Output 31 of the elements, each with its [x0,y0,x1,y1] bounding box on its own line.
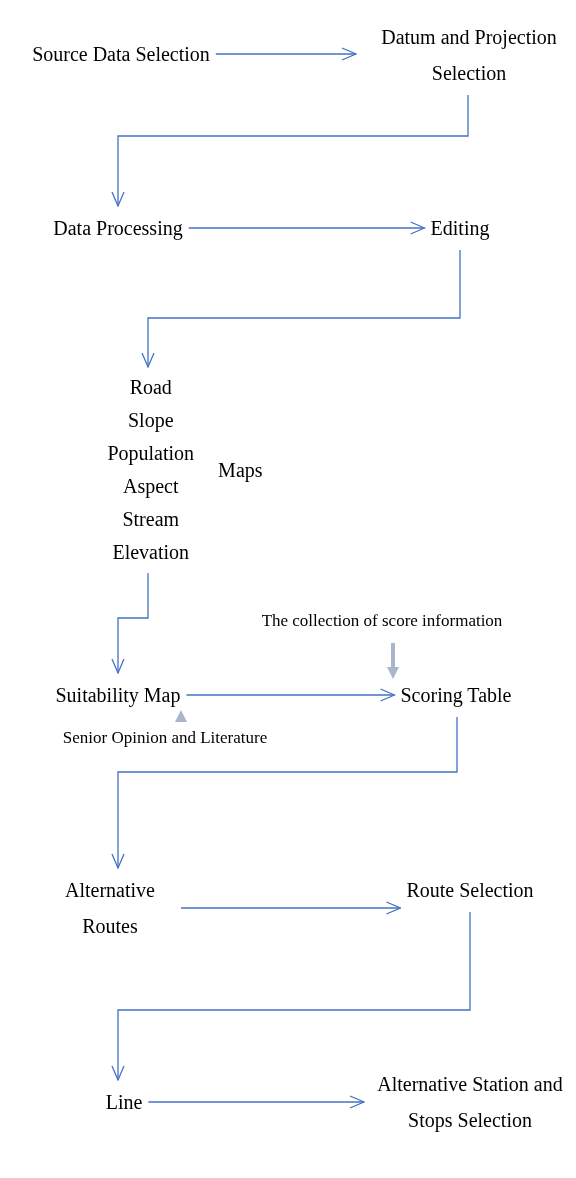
node-label: Road [129,375,172,400]
node-label: Senior Opinion and Literature [62,727,268,749]
arrow [215,47,357,61]
node-label: Slope [128,408,174,434]
node-label: Source Data Selection [32,42,210,67]
side-label: Maps [218,458,263,484]
node-label: Alternative Routes [64,878,156,939]
node-label: Line [105,1090,143,1115]
node-label: Alternative Station and Stops Selection [376,1072,564,1134]
arrow [111,572,149,674]
arrow [185,688,396,702]
arrow [111,911,471,1081]
arrow [111,94,469,207]
node-label: Data Processing [53,216,183,242]
node-label: Datum and Projection Selection [380,25,558,86]
node-label: The collection of score information [261,610,503,632]
arrow [141,249,461,368]
arrow [111,716,458,869]
node-label: Stream [122,507,180,532]
node-label: Route Selection [406,878,534,903]
arrow [180,901,402,915]
node-label: Scoring Table [400,683,512,709]
node-label: Suitability Map [55,683,181,709]
arrow [175,710,187,722]
node-label: Population [107,441,195,467]
node-label: Editing [430,216,490,242]
arrow [147,1095,365,1109]
node-label: Elevation [112,540,190,565]
arrow [387,643,399,679]
node-label: Aspect [123,474,179,500]
arrow [188,221,426,235]
